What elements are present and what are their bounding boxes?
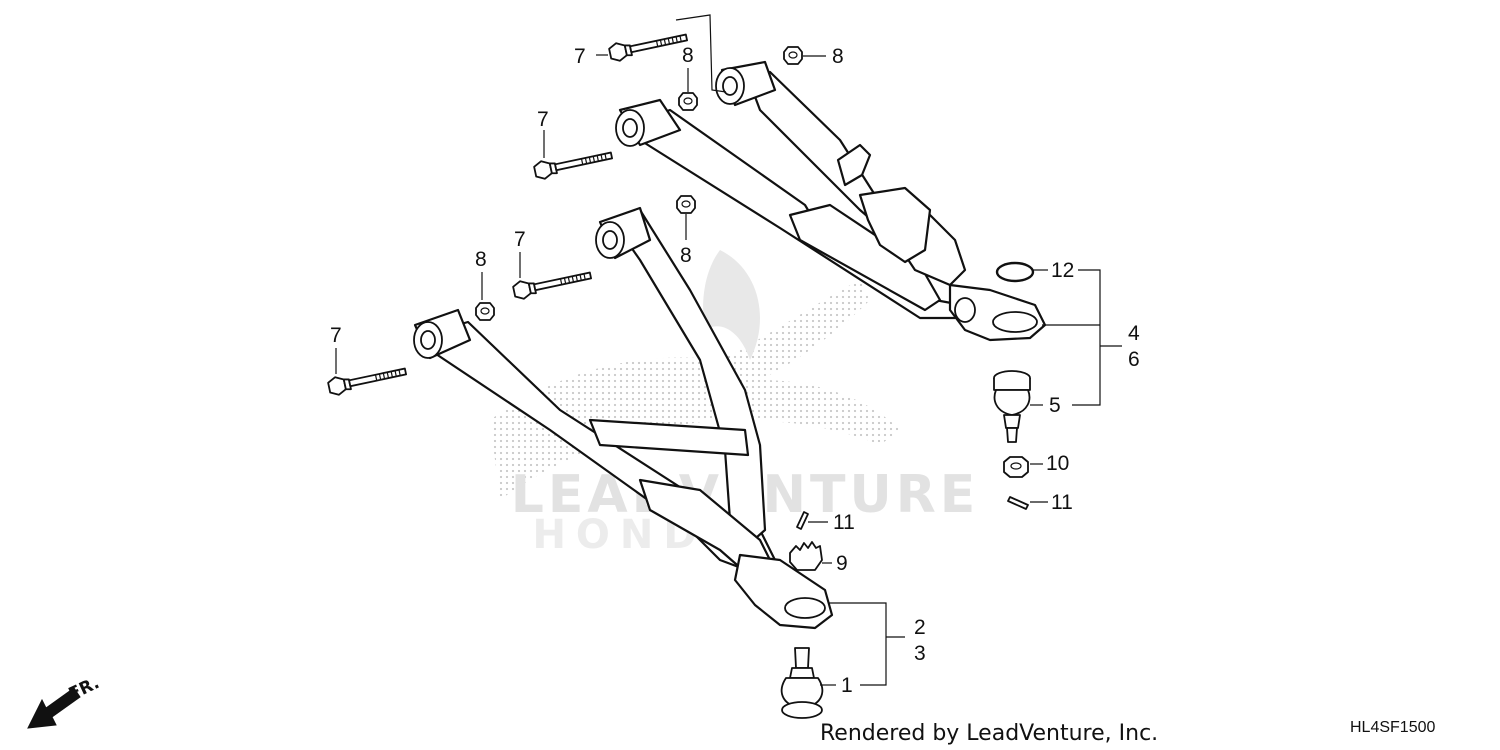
callout-upper-ball-joint: 5 [1049,394,1061,417]
circlip-upper[interactable] [995,261,1035,283]
ball-joint-upper[interactable] [993,370,1031,443]
rendered-by-credit: Rendered by LeadVenture, Inc. [820,721,1158,746]
lower-arm[interactable] [413,206,834,630]
bolt-upper-inner[interactable] [532,145,615,182]
upper-arm[interactable] [615,60,1047,342]
watermark-flame [703,250,760,360]
callouts: 7 8 8 7 8 7 8 7 12 4 6 5 10 11 11 9 2 3 … [330,44,1140,697]
callout-lower-nut-rear: 8 [680,244,692,267]
callout-lower-bolt-front: 7 [330,324,342,347]
lower-arm-front-bushing [413,308,472,360]
bolt-lower-rear[interactable] [511,265,594,302]
callout-upper-circlip: 12 [1051,259,1074,282]
callout-upper-arm-a: 4 [1128,322,1140,345]
front-direction-label: FR. [66,673,103,704]
nut-lower-rear[interactable] [676,195,696,214]
bolt-upper-front[interactable] [607,27,690,64]
nut-upper-rear[interactable] [783,46,803,65]
upper-arm-rear-bushing [715,60,777,107]
callout-lower-ball-joint: 1 [841,674,853,697]
ball-joint-lower[interactable] [780,647,824,719]
callout-upper-bolt-inner: 7 [537,108,549,131]
callout-upper-nut-mid: 8 [682,44,694,67]
callout-upper-arm-b: 6 [1128,348,1140,371]
callout-lower-nut-front: 8 [475,248,487,271]
callout-lower-arm-a: 2 [914,616,926,639]
cotter-pin-lower[interactable] [796,511,809,530]
callout-lower-castle-nut: 9 [836,552,848,575]
upper-arm-front-bushing [615,98,682,147]
leader-lines [335,14,1122,686]
callout-upper-cotter-pin: 11 [1051,491,1073,514]
callout-lower-arm-b: 3 [914,642,926,665]
castle-nut-lower[interactable] [789,541,823,571]
cotter-pin-upper[interactable] [1007,496,1029,510]
front-arrow-icon [27,687,81,729]
callout-upper-nut-rear: 8 [832,45,844,68]
castle-nut-upper[interactable] [1003,456,1029,478]
bolt-lower-front[interactable] [326,361,409,398]
nut-lower-front[interactable] [475,302,495,321]
callout-lower-cotter-pin: 11 [833,511,855,534]
lower-arm-rear-bushing [595,206,652,260]
front-direction-indicator: FR. [27,673,103,729]
callout-upper-castle-nut: 10 [1046,452,1069,475]
callout-upper-bolt-front: 7 [574,45,586,68]
diagram-code: HL4SF1500 [1350,719,1435,736]
nut-upper-mid[interactable] [678,92,698,111]
callout-lower-bolt-rear: 7 [514,228,526,251]
